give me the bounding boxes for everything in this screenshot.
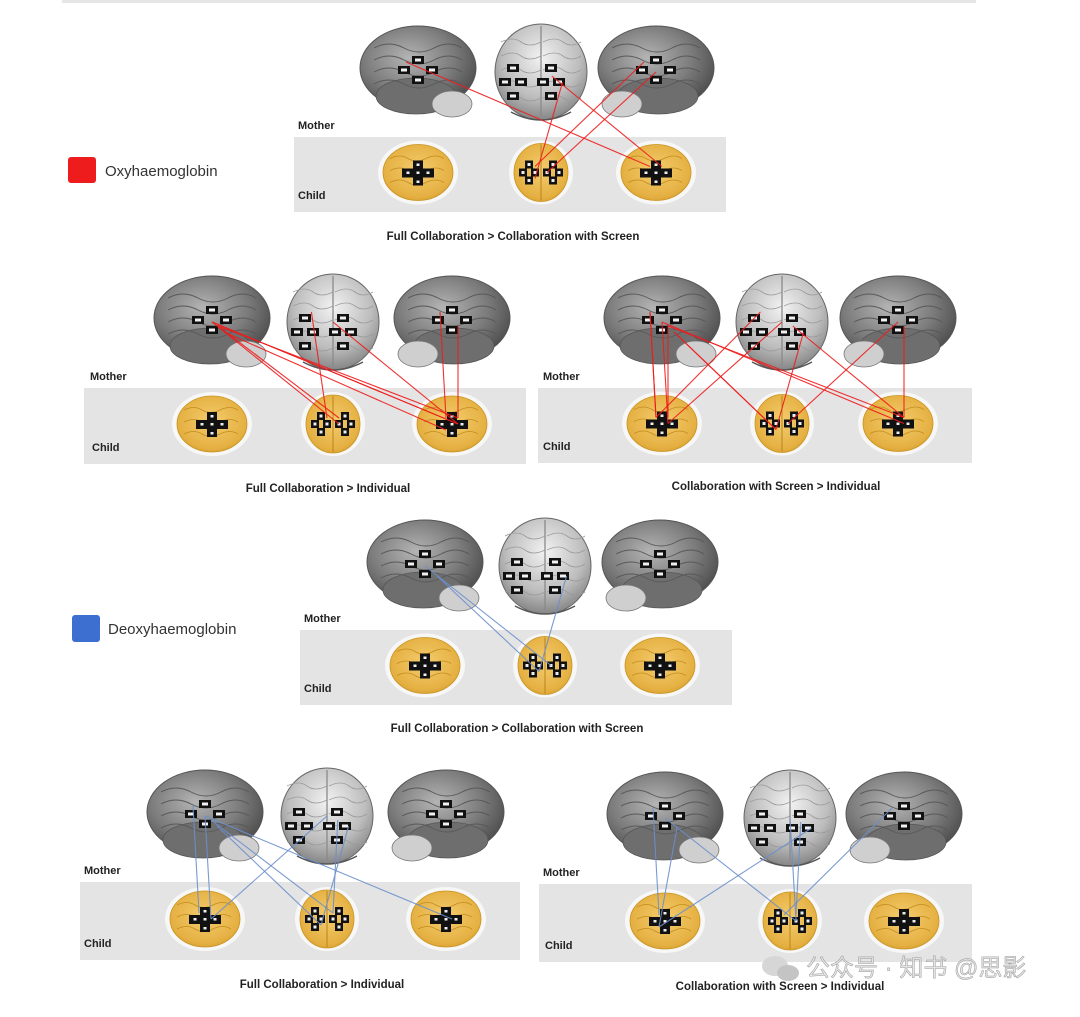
mother-brains <box>604 274 956 370</box>
mother-brains <box>360 24 714 120</box>
mother-label: Mother <box>90 371 127 383</box>
mother-brains <box>147 768 504 864</box>
child-brains <box>385 634 700 698</box>
condition-title: Full Collaboration > Individual <box>240 979 405 991</box>
deoxy-legend-label: Deoxyhaemoglobin <box>108 621 236 638</box>
condition-title: Collaboration with Screen > Individual <box>676 981 885 993</box>
mother-label: Mother <box>298 120 335 132</box>
child-label: Child <box>304 683 332 695</box>
child-label: Child <box>543 441 571 453</box>
mother-brains <box>154 274 510 370</box>
child-label: Child <box>298 190 326 202</box>
child-label: Child <box>84 938 112 950</box>
child-brains <box>625 889 944 953</box>
condition-title: Full Collaboration > Collaboration with … <box>387 231 640 243</box>
child-label: Child <box>545 940 573 952</box>
child-brains <box>622 392 938 456</box>
mother-brains <box>367 518 718 614</box>
deoxy-legend-swatch <box>72 615 100 642</box>
oxy-legend-swatch <box>68 157 96 183</box>
mother-label: Mother <box>543 867 580 879</box>
mother-brains <box>607 770 962 866</box>
condition-title: Full Collaboration > Individual <box>246 483 411 495</box>
condition-title: Full Collaboration > Collaboration with … <box>391 723 644 735</box>
top-divider <box>62 0 976 3</box>
oxy-legend-label: Oxyhaemoglobin <box>105 163 218 180</box>
mother-label: Mother <box>304 613 341 625</box>
mother-label: Mother <box>84 865 121 877</box>
child-label: Child <box>92 442 120 454</box>
child-brains <box>172 392 492 456</box>
mother-label: Mother <box>543 371 580 383</box>
condition-title: Collaboration with Screen > Individual <box>672 481 881 493</box>
watermark-text: 公众号 · 知书 @思影 <box>806 955 1026 982</box>
child-brains <box>165 887 486 951</box>
